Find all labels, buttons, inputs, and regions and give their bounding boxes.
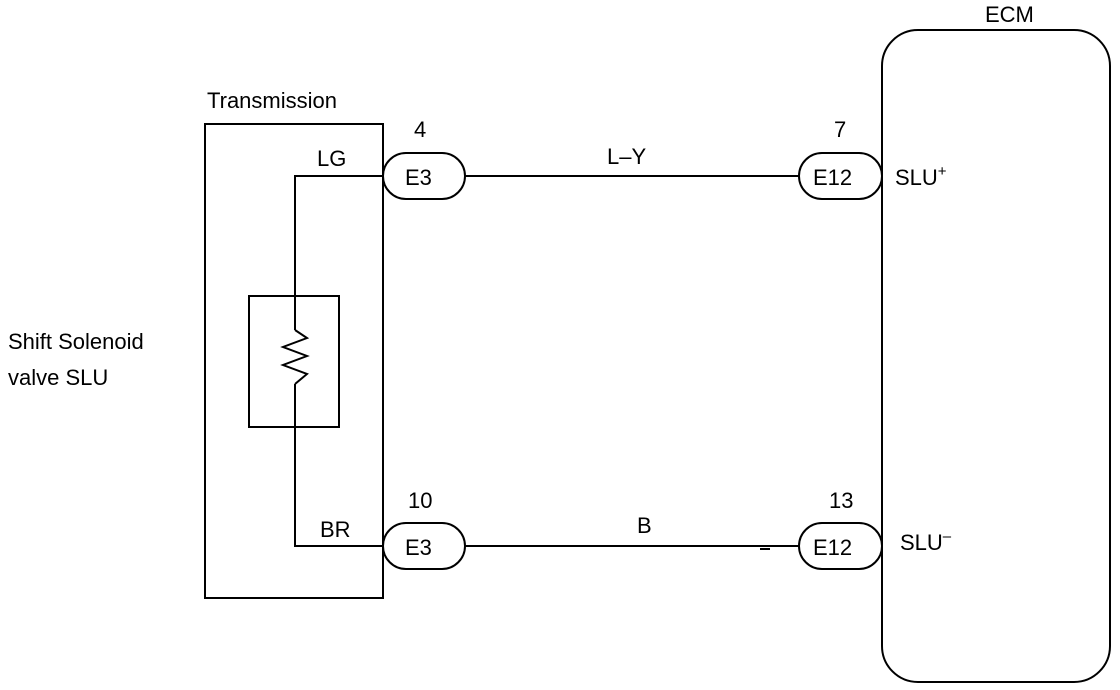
connector-e12-top-pin: 7 [834,117,846,142]
wire-bottom-label: B [637,513,652,538]
solenoid-box [248,295,340,428]
wire-top-label: L–Y [607,144,646,169]
ecm-terminal-slu-plus-sup: + [938,163,947,180]
ecm-terminal-slu-plus: SLU+ [895,163,947,190]
connector-e3-top [382,152,466,200]
connector-e3-top-pin: 4 [414,117,426,142]
solenoid-label-line2: valve SLU [8,365,108,390]
connector-e3-bottom-name: E3 [405,535,432,560]
resistor-symbol [280,329,310,385]
connector-e3-bottom-pin: 10 [408,488,432,513]
ecm-terminal-slu-plus-name: SLU [895,165,938,190]
connector-e12-bottom [798,522,883,570]
transmission-box [204,123,384,599]
ecm-title: ECM [985,2,1034,27]
ecm-terminal-slu-minus-name: SLU [900,530,943,555]
connector-e12-top-name: E12 [813,165,852,190]
connector-e3-bottom [382,522,466,570]
ecm-box [881,29,1111,683]
wire-color-lg: LG [317,146,346,171]
solenoid-label-line1: Shift Solenoid [8,329,144,354]
connector-e3-top-name: E3 [405,165,432,190]
internal-wire-bottom [294,384,383,547]
connector-e12-top [798,152,883,200]
connector-e12-bottom-pin: 13 [829,488,853,513]
transmission-title: Transmission [207,88,337,113]
internal-wire-top [294,175,383,330]
ecm-terminal-slu-minus: SLU– [900,528,952,555]
wire-color-br: BR [320,517,351,542]
ecm-terminal-slu-minus-sup: – [943,528,952,545]
connector-e12-bottom-name: E12 [813,535,852,560]
